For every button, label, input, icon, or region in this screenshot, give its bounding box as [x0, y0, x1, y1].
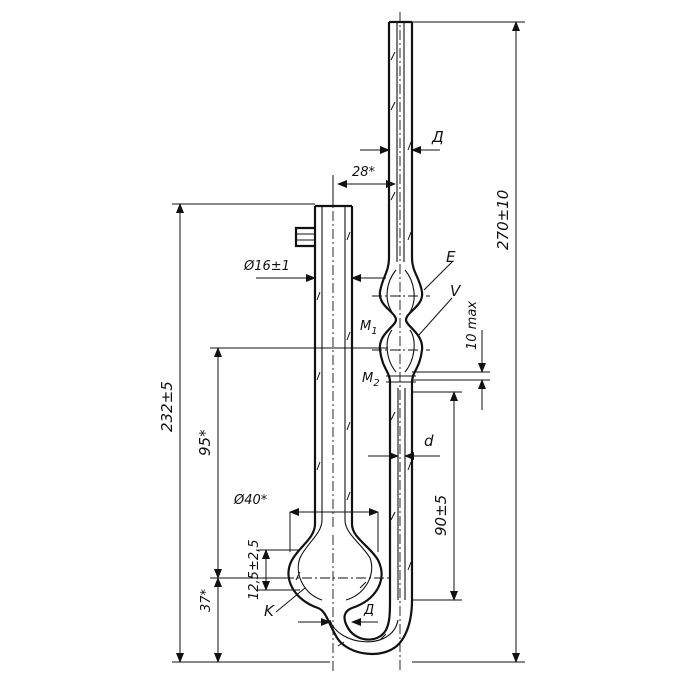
label-d-cyr-top: Д	[431, 128, 444, 146]
center-axes	[266, 12, 430, 672]
label-90: 90±5	[432, 495, 450, 536]
ring-mark-m2	[386, 375, 416, 383]
label-28: 28*	[352, 165, 376, 180]
capillary-outer-left-wall	[378, 22, 398, 600]
leader-k	[275, 587, 306, 613]
left-tube-outer-right	[343, 206, 392, 641]
left-tube-outer	[287, 206, 414, 655]
label-k: K	[264, 602, 275, 620]
side-arm-inner	[296, 233, 315, 241]
capillary-bore-upper	[396, 22, 405, 262]
leader-e	[423, 261, 453, 291]
label-95: 95*	[196, 429, 214, 456]
capillary-bore-lower	[397, 388, 406, 600]
label-v: V	[450, 282, 462, 300]
dimension-lines	[172, 21, 525, 663]
side-arm	[294, 226, 315, 248]
capillary-outer-right-wall	[404, 22, 424, 600]
label-m2: M2	[362, 371, 380, 389]
label-270: 270±10	[494, 190, 512, 250]
label-37: 37*	[199, 588, 214, 612]
label-diameter-16: Ø16±1	[243, 259, 290, 274]
label-10-max: 10 max	[465, 301, 480, 350]
label-232: 232±5	[158, 381, 176, 432]
label-12-5: 12,5±2,5	[247, 539, 262, 600]
label-m1: M1	[360, 319, 378, 337]
u-bend-inner	[329, 619, 399, 643]
labels: Д 28* Ø16±1 E V M1 M2 10 max 270±10 232±…	[158, 128, 512, 620]
label-e: E	[446, 248, 456, 266]
label-d-cyr-bottom: Д	[363, 603, 374, 618]
leader-v	[417, 297, 453, 337]
reservoir-inner	[297, 519, 373, 601]
bulb-inner-wall	[386, 269, 415, 373]
left-tube-inner	[321, 206, 346, 520]
glass-body	[287, 20, 424, 655]
glass-hatching	[295, 51, 412, 647]
label-d: d	[424, 432, 434, 450]
label-diameter-40: Ø40*	[233, 493, 268, 508]
